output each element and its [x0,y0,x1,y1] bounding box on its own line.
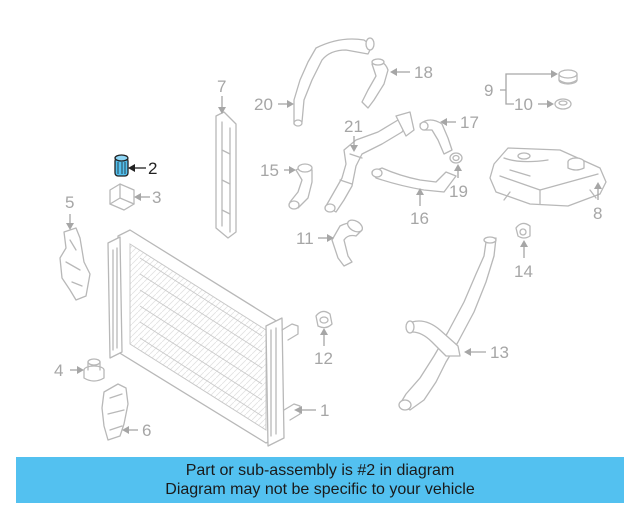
callout-label-5: 5 [65,193,74,212]
callout-5: 5 [65,193,74,230]
callout-label-1: 1 [320,401,329,420]
hose-clamp-3-part [449,152,463,164]
callout-20: 20 [254,95,294,114]
callout-label-12: 12 [314,349,333,368]
coolant-pipe-part [324,111,415,213]
hose-clamp-part [315,310,333,329]
callout-18: 18 [390,63,433,82]
callout-label-8: 8 [593,204,602,223]
hose-clamp-2-part [515,222,531,239]
radiator-part [107,229,301,447]
callout-label-2: 2 [148,159,157,178]
callout-3: 3 [134,188,161,207]
callout-label-9: 9 [484,81,493,100]
callout-label-20: 20 [254,95,273,114]
air-deflector-part [101,383,129,441]
lower-hose-part [398,236,497,411]
callout-21: 21 [344,117,363,152]
banner-line-part-number: Part or sub-assembly is #2 in diagram [185,462,455,479]
callout-15: 15 [260,161,296,180]
upper-hose-part [293,37,375,127]
info-banner: Part or sub-assembly is #2 in diagram Di… [16,457,624,503]
short-hose-part [331,219,364,267]
callout-label-10: 10 [514,95,533,114]
callout-8: 8 [593,182,602,223]
plug-part-highlighted [114,154,129,177]
callout-label-7: 7 [217,77,226,96]
callout-7: 7 [217,77,226,114]
callout-label-15: 15 [260,161,279,180]
callout-2: 2 [128,159,157,178]
callout-11: 11 [296,229,334,248]
long-hose-part [371,167,457,193]
curved-hose-part [361,58,389,109]
callout-16: 16 [410,188,429,228]
callout-9: 9 [484,70,558,105]
callout-17: 17 [440,113,479,132]
small-hose-part [419,119,453,155]
side-seal-part [215,111,237,239]
callout-19: 19 [449,164,468,201]
banner-line-disclaimer: Diagram may not be specific to your vehi… [165,481,475,498]
elbow-hose-part [288,163,313,210]
callout-label-11: 11 [296,229,314,248]
callout-4: 4 [54,361,84,380]
callout-label-3: 3 [152,188,161,207]
callout-label-21: 21 [344,117,363,136]
callout-label-16: 16 [410,209,429,228]
callout-13: 13 [464,343,509,362]
mount-bracket-part [109,183,135,211]
callout-label-14: 14 [514,262,533,281]
callout-label-4: 4 [54,361,63,380]
callout-10: 10 [514,95,554,114]
callout-12: 12 [314,328,333,368]
seal-ring-part [554,98,572,110]
callout-1: 1 [294,401,329,420]
callout-label-6: 6 [142,421,151,440]
callout-label-18: 18 [414,63,433,82]
left-bracket-part [59,227,91,301]
callout-6: 6 [122,421,151,440]
tank-cap-part [558,69,578,85]
callout-label-19: 19 [449,182,468,201]
callout-14: 14 [514,240,533,281]
expansion-tank-part [489,147,607,207]
callout-label-13: 13 [490,343,509,362]
rubber-mount-part [83,358,105,382]
callout-label-17: 17 [460,113,479,132]
